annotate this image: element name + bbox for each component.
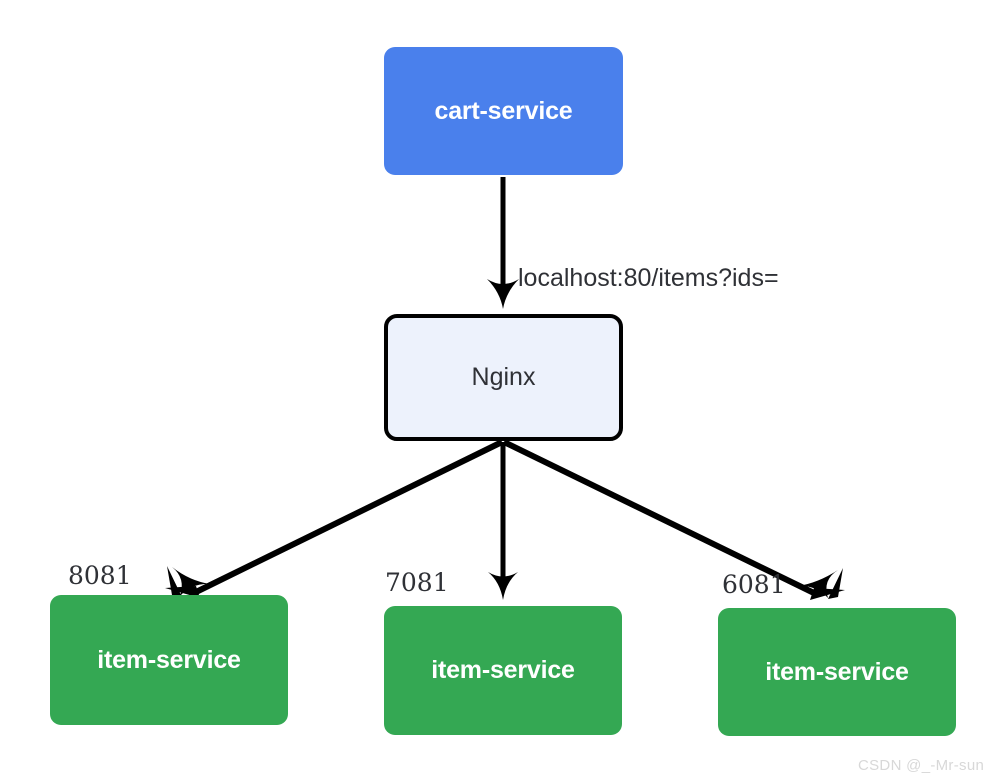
- port-label-6081-text: 6081: [722, 570, 786, 599]
- node-nginx-label: Nginx: [471, 363, 536, 391]
- node-nginx[interactable]: Nginx: [384, 314, 623, 441]
- port-label-8081-text: 8081: [68, 561, 132, 590]
- node-cart-service[interactable]: cart-service: [384, 47, 623, 175]
- node-cart-service-label: cart-service: [434, 96, 573, 125]
- node-item-service-6081[interactable]: item-service: [718, 608, 956, 736]
- edge-nginx-to-8081: [165, 439, 504, 598]
- node-item-service-7081[interactable]: item-service: [384, 606, 622, 735]
- port-label-7081-text: 7081: [385, 568, 449, 597]
- edge-label-localhost: localhost:80/items?ids=: [518, 266, 779, 291]
- port-label-7081: 7081: [385, 570, 449, 595]
- csdn-watermark-text: CSDN @_-Mr-sun: [858, 757, 985, 774]
- edge-nginx-to-7081: [488, 442, 518, 600]
- node-item-service-7081-label: item-service: [431, 656, 575, 684]
- node-item-service-8081[interactable]: item-service: [50, 595, 288, 725]
- node-item-service-8081-label: item-service: [97, 645, 241, 674]
- edge-nginx-to-6081: [502, 439, 845, 600]
- node-item-service-6081-label: item-service: [765, 657, 909, 686]
- edge-label-localhost-text: localhost:80/items?ids=: [518, 264, 779, 292]
- edge-cart-to-nginx: [487, 177, 519, 309]
- port-label-8081: 8081: [68, 563, 132, 588]
- port-label-6081: 6081: [722, 572, 786, 597]
- csdn-watermark: CSDN @_-Mr-sun: [858, 757, 984, 774]
